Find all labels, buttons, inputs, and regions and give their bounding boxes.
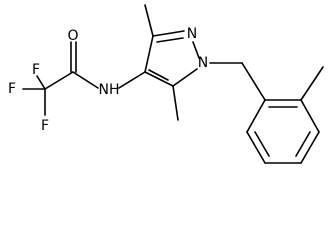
chemical-structure-diagram: O F F F NH N N (8, 4, 324, 164)
bond-benzene-inner-2 (295, 131, 311, 157)
bond-nh-c4 (118, 71, 146, 89)
bond-c5-c4-outer (144, 71, 174, 87)
atom-label-ring-nitrogen-top: N (187, 26, 197, 42)
atom-labels: O F F F NH N N (8, 26, 208, 134)
bond-c3-n2-inner (156, 37, 184, 43)
bond-benzene-5 (246, 131, 266, 164)
bond-c3-n2-outer (152, 30, 185, 37)
bond-group (22, 4, 324, 164)
bond-c5-c4-inner (148, 69, 169, 81)
atom-label-amide-nh: NH (99, 82, 120, 98)
atom-label-ring-nitrogen-benzyl: N (198, 55, 208, 71)
atom-label-fluorine-bottom: F (41, 118, 49, 134)
bond-ch2-aryl (241, 62, 266, 101)
bond-c5-methyl (172, 85, 179, 121)
bond-n1-c5 (172, 68, 198, 87)
structure-canvas: O F F F NH N N (7, 4, 324, 164)
bond-c4-c3 (144, 35, 154, 73)
bond-benzene-3 (300, 131, 320, 164)
bond-benzene-2 (300, 99, 320, 133)
bond-cf3-f-top (36, 75, 46, 90)
atom-label-fluorine-top: F (32, 62, 40, 78)
bond-benzene-6 (246, 99, 266, 133)
bond-cf3-carbonyl (44, 71, 74, 90)
bond-c3-methyl (144, 4, 154, 37)
bond-n2-n1 (192, 41, 200, 59)
bond-carbonyl-nh (72, 71, 99, 89)
atom-label-fluorine-left: F (8, 81, 16, 97)
bond-benzene-inner-3 (254, 131, 270, 157)
bond-aryl-methyl (300, 66, 324, 101)
atom-label-oxygen: O (67, 28, 78, 44)
